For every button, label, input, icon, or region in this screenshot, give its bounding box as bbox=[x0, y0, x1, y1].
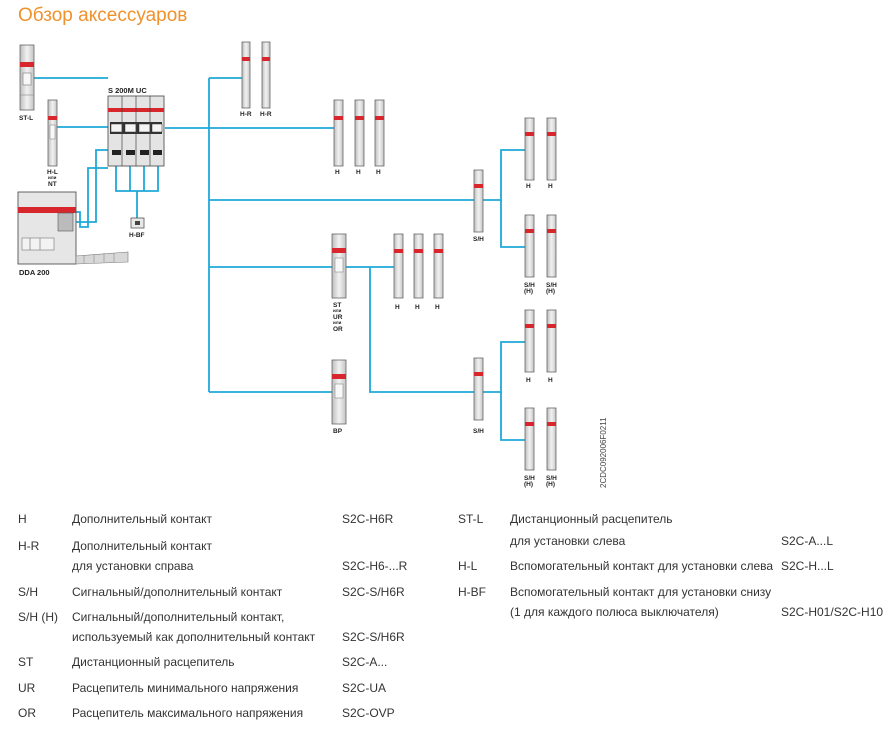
legend-abbr: H bbox=[18, 512, 27, 526]
label-h-l-sub: или bbox=[48, 175, 57, 180]
legend-desc: Дистанционный расцепитель bbox=[72, 655, 235, 669]
device-h-group-3 bbox=[393, 233, 444, 299]
label-ur: UR bbox=[333, 314, 343, 321]
label-s-h-h-1b-sub: (H) bbox=[546, 288, 555, 295]
legend-desc: используемый как дополнительный контакт bbox=[72, 630, 316, 644]
legend-desc: (1 для каждого полюса выключателя) bbox=[510, 605, 719, 619]
legend-abbr: S/H bbox=[18, 585, 39, 599]
device-st-ur-or bbox=[331, 233, 347, 299]
legend-desc: Расцепитель минимального напряжения bbox=[72, 681, 299, 695]
legend-code: S2C-H6R bbox=[342, 512, 394, 526]
label-s-h-h-2b: S/H bbox=[546, 475, 557, 482]
label-s-h-upper: S/H bbox=[473, 236, 484, 243]
device-s-h-lower bbox=[473, 357, 484, 421]
device-dda-200 bbox=[17, 191, 129, 265]
accessory-diagram: ST-L H-L или NT S 200M UC bbox=[17, 41, 608, 488]
label-s-h-h-2a-sub: (H) bbox=[524, 481, 533, 488]
device-s-h-h-group-1 bbox=[524, 214, 557, 278]
device-h-l bbox=[47, 99, 58, 167]
label-h-2b: H bbox=[548, 183, 553, 190]
label-s-h-h-2a: S/H bbox=[524, 475, 535, 482]
legend-desc: Вспомогательный контакт для установки сл… bbox=[510, 559, 774, 573]
legend-code: S2C-OVP bbox=[342, 706, 395, 720]
legend-code: S2C-A...L bbox=[781, 534, 834, 548]
legend-desc: Сигнальный/дополнительный контакт, bbox=[72, 610, 285, 624]
label-dda-200: DDA 200 bbox=[19, 268, 50, 277]
legend-code: S2C-H...L bbox=[781, 559, 834, 573]
label-st-l: ST-L bbox=[19, 115, 33, 122]
document-code: 2CDC092006F0211 bbox=[599, 417, 608, 488]
legend-abbr: H-BF bbox=[458, 585, 486, 599]
legend-desc: Расцепитель максимального напряжения bbox=[72, 706, 304, 720]
label-st: ST bbox=[333, 302, 341, 309]
device-h-r-1 bbox=[241, 41, 251, 109]
label-h-l: H-L bbox=[47, 169, 58, 176]
label-st-or2: или bbox=[333, 320, 342, 325]
device-s200m-uc bbox=[107, 95, 165, 167]
legend-code: S2C-S/H6R bbox=[342, 630, 405, 644]
label-s-h-h-1a: S/H bbox=[524, 282, 535, 289]
label-h-1c: H bbox=[376, 169, 381, 176]
legend-desc: Дополнительный контакт bbox=[72, 539, 212, 553]
label-h-2a: H bbox=[526, 183, 531, 190]
label-s200m-uc: S 200M UC bbox=[108, 86, 147, 95]
label-h-1a: H bbox=[335, 169, 340, 176]
legend-abbr: UR bbox=[18, 681, 36, 695]
device-h-group-4 bbox=[524, 309, 557, 373]
device-st-l bbox=[19, 44, 35, 111]
legend-code: S2C-H01/S2C-H10 bbox=[781, 605, 884, 619]
label-h-3a: H bbox=[395, 304, 400, 311]
device-h-r-2 bbox=[261, 41, 271, 109]
legend-desc: Дистанционный расцепитель bbox=[510, 512, 673, 526]
label-s-h-h-1b: S/H bbox=[546, 282, 557, 289]
legend-left: H Дополнительный контакт S2C-H6R H-R Доп… bbox=[18, 512, 438, 727]
label-st-or1: или bbox=[333, 308, 342, 313]
device-bp bbox=[331, 359, 347, 425]
label-or: OR bbox=[333, 326, 343, 333]
legend-abbr: H-L bbox=[458, 559, 478, 573]
label-h-l-nt: NT bbox=[48, 181, 57, 188]
device-s-h-upper bbox=[473, 169, 484, 233]
legend-desc: Вспомогательный контакт для установки сн… bbox=[510, 585, 772, 599]
label-h-3c: H bbox=[435, 304, 440, 311]
label-s-h-h-1a-sub: (H) bbox=[524, 288, 533, 295]
page-title: Обзор аксессуаров bbox=[18, 5, 188, 26]
legend-abbr: H-R bbox=[18, 539, 40, 553]
label-bp: BP bbox=[333, 428, 343, 435]
label-h-r-1: H-R bbox=[240, 111, 252, 118]
device-h-group-2 bbox=[524, 117, 557, 181]
legend-abbr: S/H (H) bbox=[18, 610, 58, 624]
wiring bbox=[34, 77, 527, 441]
legend-abbr: OR bbox=[18, 706, 36, 720]
legend-code: S2C-A... bbox=[342, 655, 388, 669]
label-s-h-lower: S/H bbox=[473, 428, 484, 435]
label-h-4b: H bbox=[548, 377, 553, 384]
label-h-3b: H bbox=[415, 304, 420, 311]
device-h-group-1 bbox=[333, 99, 385, 167]
legend-desc: для установки справа bbox=[72, 559, 194, 573]
device-s-h-h-group-2 bbox=[524, 407, 557, 471]
legend-desc: Дополнительный контакт bbox=[72, 512, 212, 526]
label-h-1b: H bbox=[356, 169, 361, 176]
legend-abbr: ST-L bbox=[458, 512, 484, 526]
legend-abbr: ST bbox=[18, 655, 34, 669]
legend-right: ST-L Дистанционный расцепитель для устан… bbox=[458, 512, 888, 622]
legend-desc: для установки слева bbox=[510, 534, 626, 548]
label-h-r-2: H-R bbox=[260, 111, 272, 118]
legend-code: S2C-UA bbox=[342, 681, 387, 695]
label-h-4a: H bbox=[526, 377, 531, 384]
legend-code: S2C-H6-...R bbox=[342, 559, 408, 573]
legend-code: S2C-S/H6R bbox=[342, 585, 405, 599]
label-h-bf: H-BF bbox=[129, 232, 145, 239]
label-s-h-h-2b-sub: (H) bbox=[546, 481, 555, 488]
legend-desc: Сигнальный/дополнительный контакт bbox=[72, 585, 283, 599]
device-h-bf bbox=[130, 217, 145, 229]
